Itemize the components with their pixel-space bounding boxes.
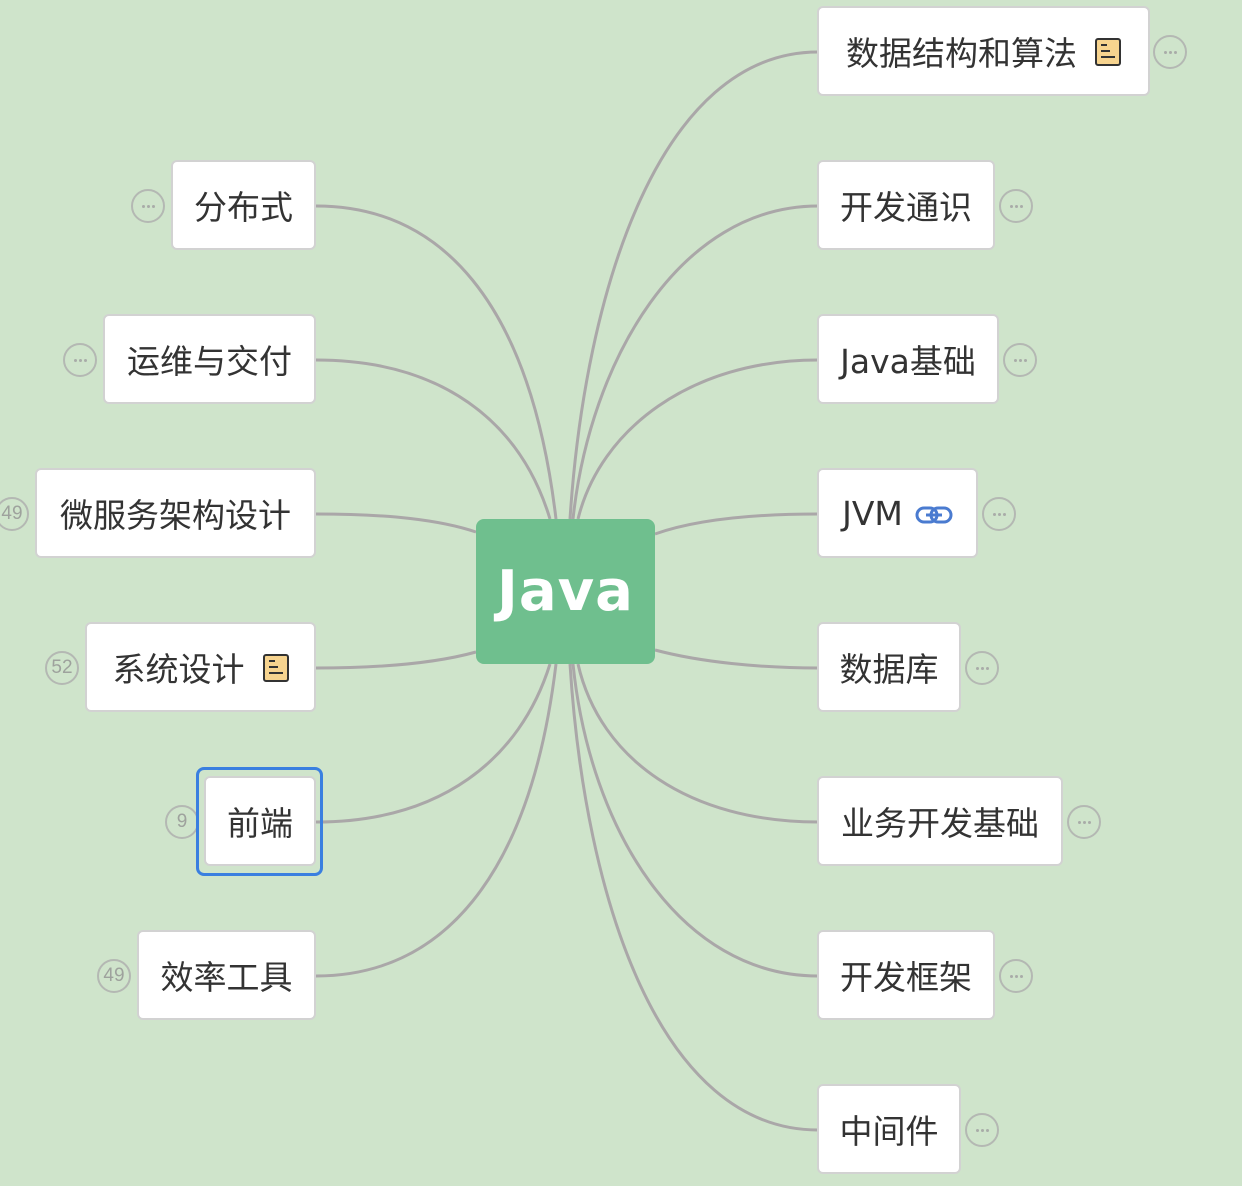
topic-jvm[interactable]: JVM — [817, 468, 978, 558]
connector-microservice — [315, 512, 477, 534]
collapse-dots-icon[interactable] — [999, 189, 1033, 223]
collapse-dots-icon[interactable] — [131, 189, 165, 223]
collapse-dots-icon[interactable] — [965, 1113, 999, 1147]
connector-framework — [571, 663, 819, 978]
child-count-badge[interactable]: 52 — [45, 651, 79, 685]
topic-label: JVM — [842, 493, 903, 533]
connector-database — [654, 648, 819, 670]
topic-label: 系统设计 — [112, 650, 245, 689]
topic-label: 微服务架构设计 — [60, 496, 291, 535]
collapse-dots-icon[interactable] — [1067, 805, 1101, 839]
topic-ops[interactable]: 运维与交付 — [103, 314, 316, 404]
root-topic-label: Java — [497, 559, 634, 624]
connector-ops — [315, 358, 552, 520]
note-icon[interactable] — [1095, 38, 1121, 66]
topic-label: 效率工具 — [160, 958, 293, 997]
note-icon[interactable] — [262, 654, 289, 682]
connector-java-basic — [576, 358, 819, 520]
topic-algo[interactable]: 数据结构和算法 — [817, 6, 1150, 96]
topic-java-basic[interactable]: Java基础 — [817, 314, 999, 404]
connector-distributed — [315, 204, 558, 520]
connector-algo — [568, 50, 819, 520]
topic-database[interactable]: 数据库 — [817, 622, 961, 712]
collapse-dots-icon[interactable] — [965, 651, 999, 685]
topic-label: 开发框架 — [840, 958, 972, 997]
topic-label: 前端 — [227, 804, 293, 843]
topic-microservice[interactable]: 微服务架构设计 — [35, 468, 316, 558]
topic-efficiency[interactable]: 效率工具 — [137, 930, 316, 1020]
collapse-dots-icon[interactable] — [1153, 35, 1187, 69]
topic-label: 数据库 — [839, 650, 939, 689]
root-topic[interactable]: Java — [476, 519, 655, 664]
collapse-dots-icon[interactable] — [63, 343, 97, 377]
collapse-dots-icon[interactable] — [982, 497, 1016, 531]
connector-frontend — [315, 663, 552, 824]
connector-middleware — [568, 663, 819, 1132]
connector-dev-general — [571, 204, 819, 520]
child-count-badge[interactable]: 9 — [165, 805, 199, 839]
topic-framework[interactable]: 开发框架 — [817, 930, 995, 1020]
topic-system-design[interactable]: 系统设计 — [85, 622, 316, 712]
connector-biz-dev — [576, 663, 819, 824]
topic-label: 运维与交付 — [127, 342, 292, 381]
topic-middleware[interactable]: 中间件 — [817, 1084, 961, 1174]
topic-label: 中间件 — [839, 1112, 939, 1151]
child-count-badge[interactable]: 49 — [0, 497, 29, 531]
topic-label: 分布式 — [194, 188, 293, 227]
topic-frontend[interactable]: 前端 — [204, 776, 316, 866]
topic-label: 数据结构和算法 — [846, 34, 1077, 73]
link-icon[interactable] — [915, 504, 953, 526]
connector-efficiency — [315, 663, 558, 978]
connector-jvm — [654, 512, 819, 536]
topic-label: 业务开发基础 — [841, 804, 1039, 843]
topic-distributed[interactable]: 分布式 — [171, 160, 316, 250]
collapse-dots-icon[interactable] — [1003, 343, 1037, 377]
topic-label: 开发通识 — [840, 188, 972, 227]
connector-system-design — [315, 650, 477, 670]
topic-dev-general[interactable]: 开发通识 — [817, 160, 995, 250]
collapse-dots-icon[interactable] — [999, 959, 1033, 993]
topic-biz-dev[interactable]: 业务开发基础 — [817, 776, 1063, 866]
child-count-badge[interactable]: 49 — [97, 959, 131, 993]
topic-label: Java基础 — [840, 342, 976, 381]
selection-frame — [196, 767, 323, 876]
